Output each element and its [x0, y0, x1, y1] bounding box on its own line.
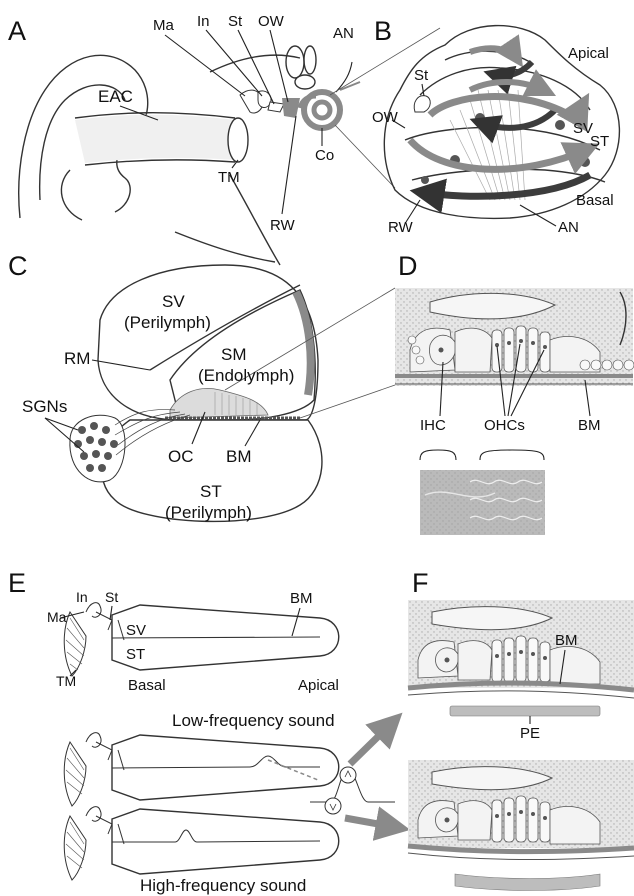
- ear-drawing: [19, 28, 440, 265]
- leader-sgns-1: [45, 418, 78, 430]
- panel-e: E Ma In St BM SV ST TM Basal Apical Low-…: [8, 568, 400, 895]
- label-sv-c: SV: [162, 292, 185, 311]
- label-round-window-a: RW: [270, 217, 296, 234]
- label-apical-e: Apical: [298, 677, 339, 694]
- organ-of-corti-high-frequency: [408, 760, 634, 891]
- label-bm-f: BM: [555, 632, 578, 649]
- label-tm-a: TM: [218, 169, 240, 186]
- leader-an-b: [520, 205, 556, 226]
- label-basal-b: Basal: [576, 192, 614, 209]
- label-bm-d: BM: [578, 417, 601, 434]
- panel-f-letter: F: [412, 568, 429, 598]
- panel-f: F BM PE: [408, 568, 634, 891]
- label-ow-b: OW: [372, 109, 399, 126]
- label-high-frequency: High-frequency sound: [140, 876, 306, 895]
- leader-malleus: [165, 35, 245, 96]
- panel-d-letter: D: [398, 251, 418, 281]
- label-sgns: SGNs: [22, 397, 67, 416]
- label-st-stapes-e: St: [105, 589, 118, 605]
- label-pe-f: PE: [520, 725, 540, 742]
- label-basal-e: Basal: [128, 677, 166, 694]
- label-oval-window: OW: [258, 13, 285, 30]
- label-sv-e: SV: [126, 622, 146, 639]
- organ-of-corti-detail: [395, 288, 634, 386]
- scala-cross-section: [70, 265, 395, 521]
- label-malleus: Ma: [153, 17, 174, 34]
- label-tm-e: TM: [56, 673, 76, 689]
- label-in-e: In: [76, 589, 88, 605]
- bracket-ohcs: [480, 450, 544, 460]
- panel-b: B: [372, 16, 619, 236]
- label-sm-sub-c: (Endolymph): [198, 366, 294, 385]
- label-st-b: ST: [590, 133, 609, 150]
- panel-c-letter: C: [8, 251, 28, 281]
- hair-cell-micrograph: [420, 470, 545, 535]
- panel-a-letter: A: [8, 16, 26, 46]
- label-incus: In: [197, 13, 210, 30]
- label-stapes-b: St: [414, 67, 429, 84]
- panel-a: A: [8, 13, 440, 265]
- unrolled-cochlea-low-frequency: [64, 733, 339, 806]
- label-auditory-nerve-a: AN: [333, 25, 354, 42]
- label-bm-c: BM: [226, 447, 252, 466]
- bracket-ihc: [420, 450, 456, 460]
- label-low-frequency: Low-frequency sound: [172, 711, 335, 730]
- label-apical-b: Apical: [568, 45, 609, 62]
- label-ohcs: OHCs: [484, 417, 525, 434]
- unrolled-cochlea-resting: [64, 603, 339, 676]
- label-rm-c: RM: [64, 349, 90, 368]
- label-rw-b: RW: [388, 219, 414, 236]
- label-oc: OC: [168, 447, 194, 466]
- panel-e-letter: E: [8, 568, 26, 598]
- organ-of-corti-low-frequency: [408, 600, 634, 716]
- panel-c: C: [8, 251, 395, 522]
- label-st-c: ST: [200, 482, 222, 501]
- panel-d: D: [395, 251, 634, 535]
- label-eac: EAC: [98, 87, 133, 106]
- leader-rw-a: [282, 116, 296, 214]
- label-bm-e: BM: [290, 590, 313, 607]
- label-st-e: ST: [126, 646, 145, 663]
- leader-oval-window: [270, 30, 288, 102]
- unrolled-cochlea-high-frequency: [64, 807, 339, 880]
- panel-b-letter: B: [374, 16, 392, 46]
- label-an-b: AN: [558, 219, 579, 236]
- arrow-to-f-top: [350, 720, 395, 764]
- label-stapes: St: [228, 13, 243, 30]
- label-sv-sub-c: (Perilymph): [124, 313, 211, 332]
- label-ihc: IHC: [420, 417, 446, 434]
- leader-stapes-b: [422, 84, 424, 96]
- label-st-sub-c: (Perilymph): [165, 503, 252, 522]
- arrow-to-f-bottom: [345, 818, 400, 828]
- label-sm-c: SM: [221, 345, 247, 364]
- label-cochlea: Co: [315, 147, 334, 164]
